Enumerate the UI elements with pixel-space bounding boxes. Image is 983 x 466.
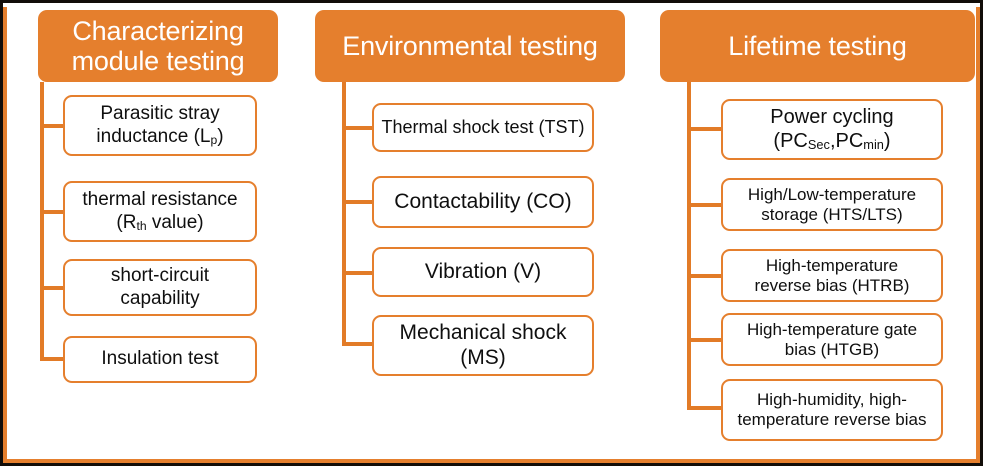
connector-trunk-column-1: [40, 82, 44, 359]
node-label: Power cycling (PCSec,PCmin): [770, 106, 894, 153]
node-thermal-shock-test[interactable]: Thermal shock test (TST): [372, 103, 594, 152]
connector-stub-1-2: [40, 210, 65, 214]
node-high-humidity-high-temperature-reverse-bias[interactable]: High-humidity, high- temperature reverse…: [721, 379, 943, 441]
node-parasitic-stray-inductance[interactable]: Parasitic stray inductance (Lp): [63, 95, 257, 156]
connector-stub-3-1: [687, 127, 723, 131]
node-label: High/Low-temperature storage (HTS/LTS): [747, 184, 917, 224]
subscript: min: [863, 137, 884, 153]
header-lifetime-testing[interactable]: Lifetime testing: [660, 10, 975, 82]
node-label: Mechanical shock (MS): [399, 321, 567, 369]
node-vibration[interactable]: Vibration (V): [372, 247, 594, 297]
node-high-low-temperature-storage[interactable]: High/Low-temperature storage (HTS/LTS): [721, 178, 943, 231]
node-label: Insulation test: [101, 348, 219, 370]
connector-stub-2-2: [342, 200, 374, 204]
connector-stub-2-1: [342, 126, 374, 130]
node-label: Thermal shock test (TST): [381, 117, 585, 138]
node-label: Parasitic stray inductance (Lp): [96, 103, 224, 148]
node-high-temperature-gate-bias[interactable]: High-temperature gate bias (HTGB): [721, 313, 943, 366]
connector-trunk-column-3: [687, 82, 691, 409]
node-contactability[interactable]: Contactability (CO): [372, 176, 594, 228]
connector-stub-2-3: [342, 271, 374, 275]
node-mechanical-shock[interactable]: Mechanical shock (MS): [372, 315, 594, 376]
header-label: Environmental testing: [342, 30, 598, 61]
node-short-circuit-capability[interactable]: short-circuit capability: [63, 259, 257, 316]
node-label: short-circuit capability: [110, 265, 210, 309]
header-label: Lifetime testing: [728, 30, 907, 61]
header-label: Characterizing module testing: [71, 15, 245, 76]
node-label: High-temperature reverse bias (HTRB): [754, 255, 910, 295]
header-characterizing-module-testing[interactable]: Characterizing module testing: [38, 10, 278, 82]
node-label: thermal resistance (Rth value): [82, 189, 238, 234]
node-label: High-humidity, high- temperature reverse…: [737, 390, 927, 429]
connector-stub-1-1: [40, 124, 65, 128]
frame-top-mask: [3, 3, 980, 7]
subscript: Sec: [807, 137, 830, 153]
node-label: Vibration (V): [424, 259, 542, 283]
connector-stub-3-2: [687, 203, 723, 207]
subscript: th: [136, 219, 147, 234]
connector-stub-3-4: [687, 338, 723, 342]
connector-stub-2-4: [342, 342, 374, 346]
connector-trunk-column-2: [342, 82, 346, 345]
connector-stub-1-3: [40, 286, 65, 290]
connector-stub-3-5: [687, 406, 723, 410]
node-thermal-resistance[interactable]: thermal resistance (Rth value): [63, 181, 257, 242]
connector-stub-3-3: [687, 274, 723, 278]
node-insulation-test[interactable]: Insulation test: [63, 336, 257, 383]
connector-stub-1-4: [40, 357, 65, 361]
node-label: High-temperature gate bias (HTGB): [746, 319, 918, 359]
node-label: Contactability (CO): [394, 189, 572, 213]
subscript: p: [210, 133, 218, 148]
header-environmental-testing[interactable]: Environmental testing: [315, 10, 625, 82]
node-high-temperature-reverse-bias[interactable]: High-temperature reverse bias (HTRB): [721, 249, 943, 302]
node-power-cycling[interactable]: Power cycling (PCSec,PCmin): [721, 99, 943, 160]
